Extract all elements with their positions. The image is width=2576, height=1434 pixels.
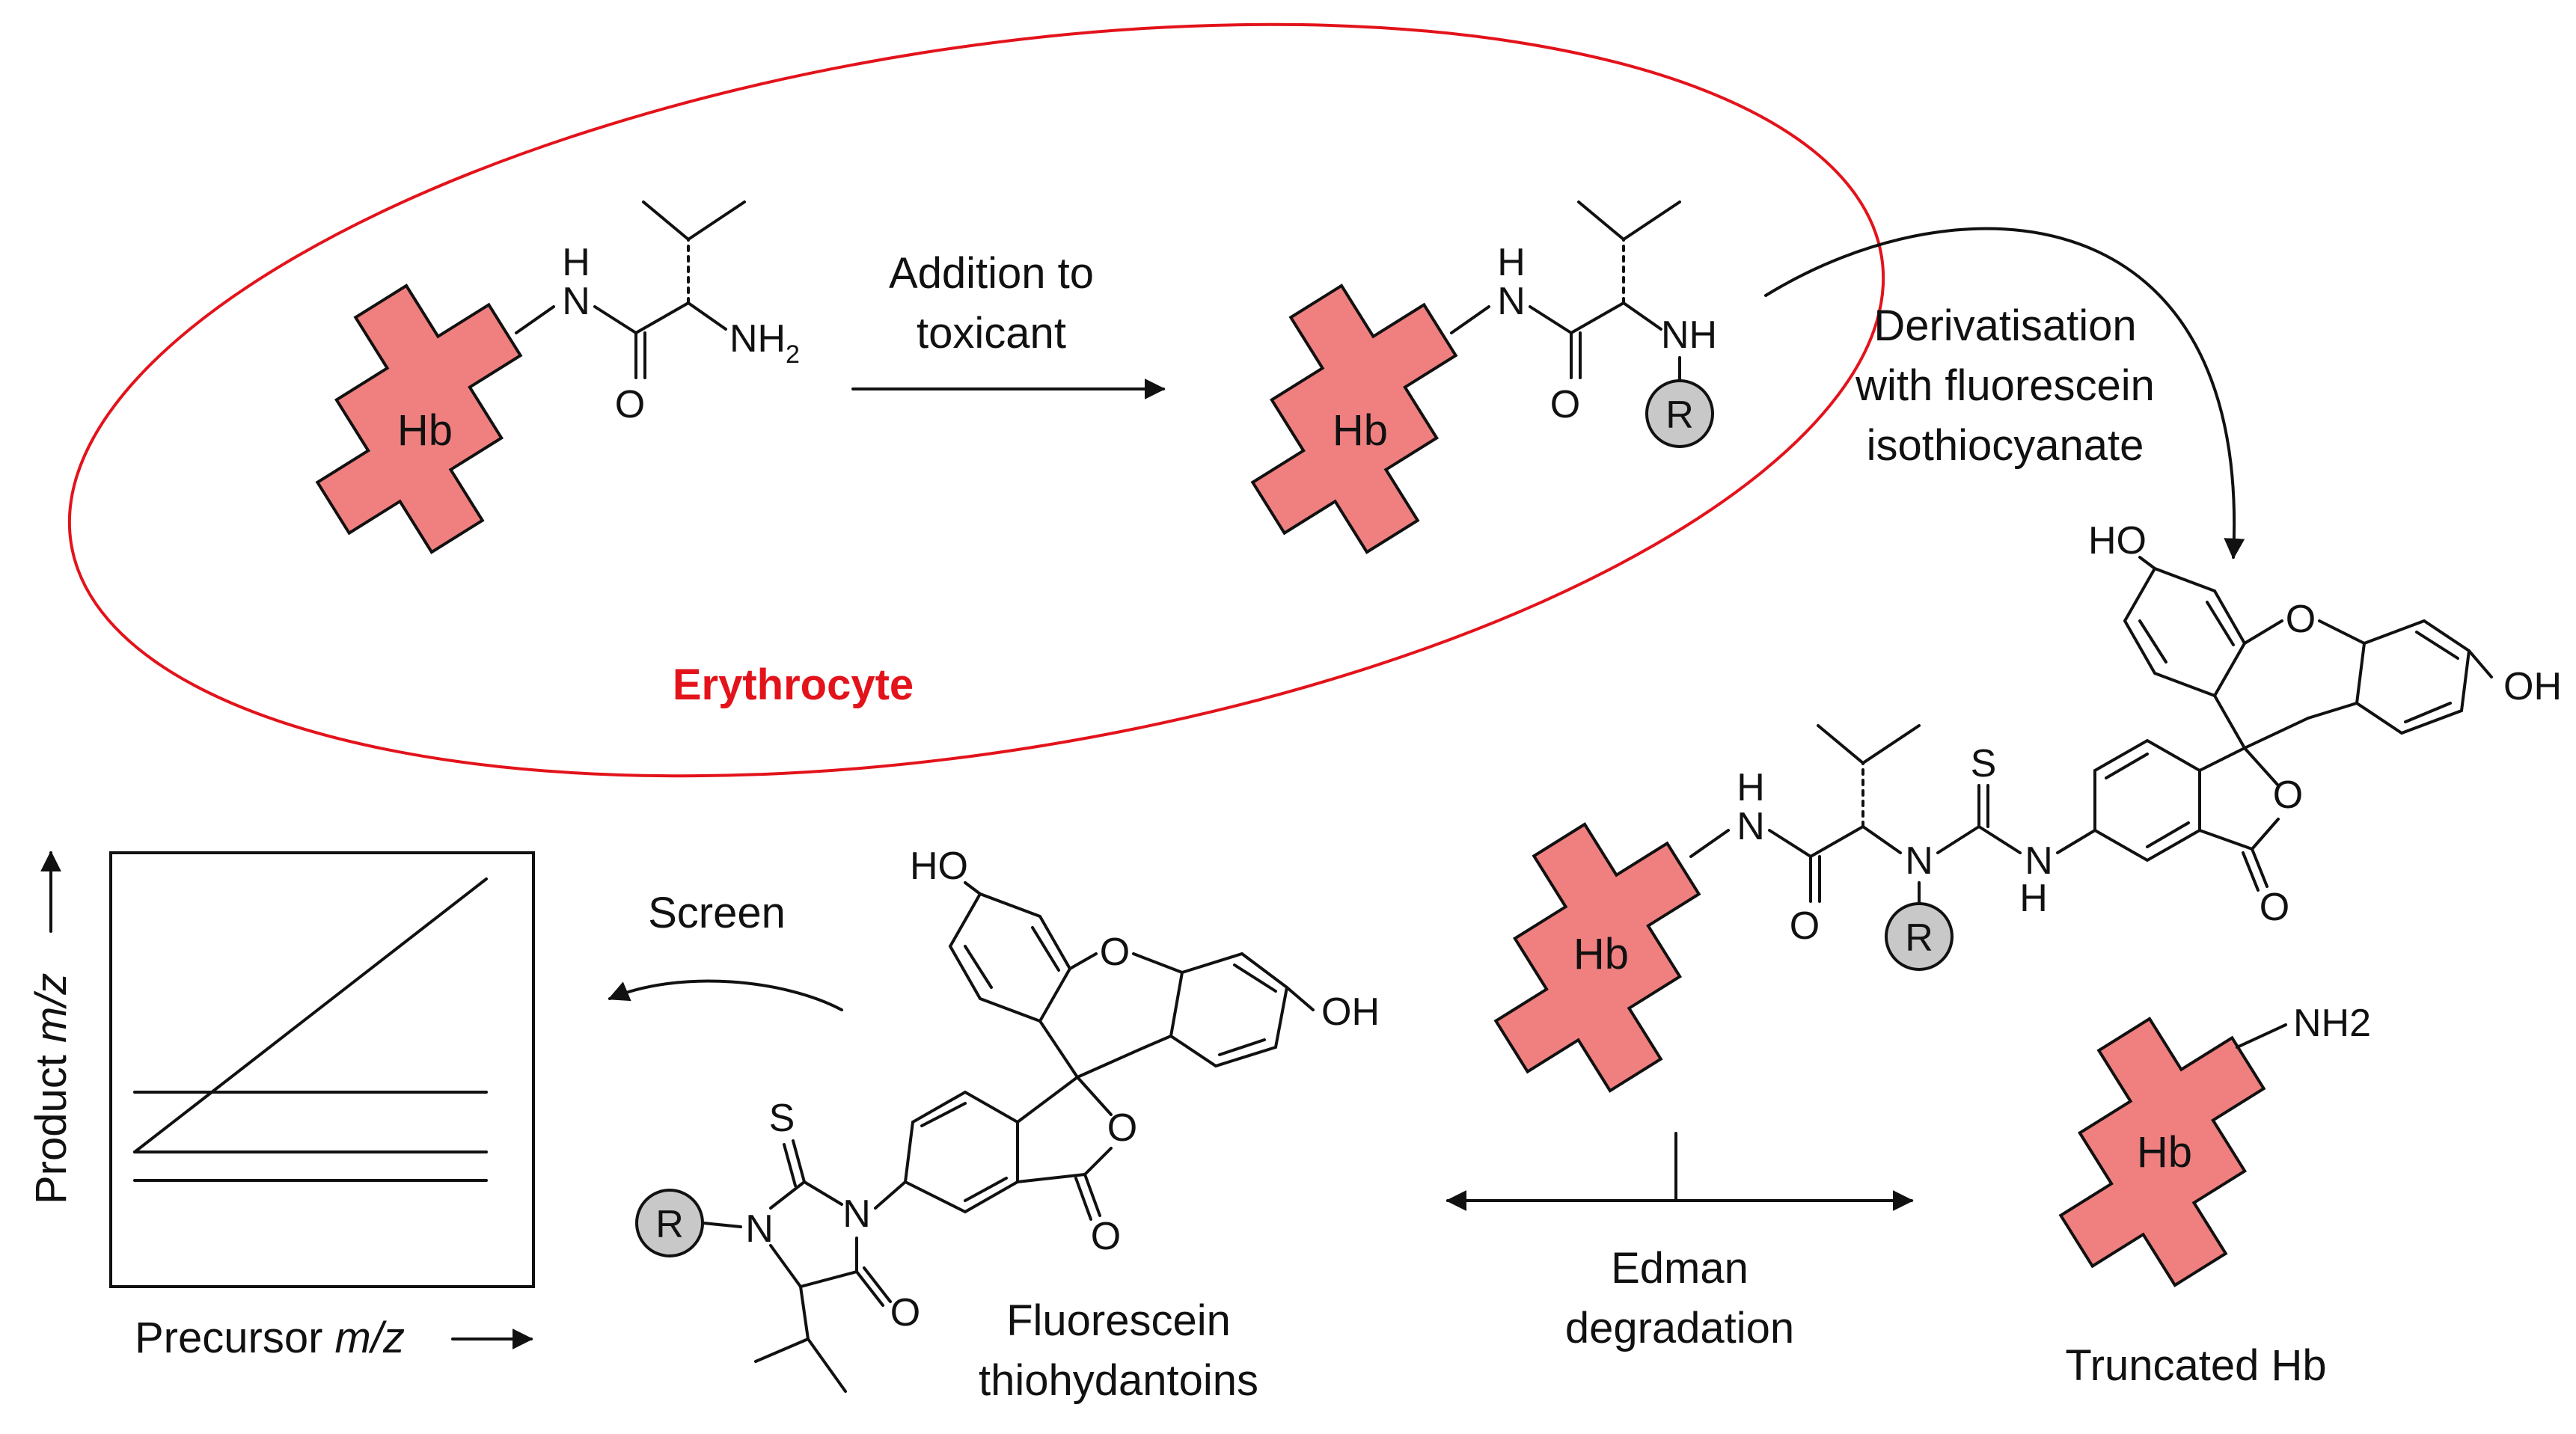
svg-text:H: H: [1497, 241, 1526, 284]
svg-text:N: N: [745, 1207, 774, 1251]
svg-text:S: S: [1971, 742, 1997, 785]
svg-text:Hb: Hb: [2137, 1128, 2192, 1177]
svg-text:O: O: [2273, 773, 2303, 817]
svg-text:N: N: [842, 1192, 871, 1236]
svg-text:N: N: [1737, 805, 1765, 848]
svg-text:OH: OH: [1321, 990, 1380, 1034]
svg-text:NH: NH: [1661, 313, 1717, 357]
addition-label-1: Addition to: [889, 249, 1094, 298]
r-group-1: [1645, 379, 1714, 448]
svg-text:Hb: Hb: [1573, 930, 1629, 978]
fth-label-2: thiohydantoins: [979, 1356, 1258, 1405]
valine-nh2-structure: H N O NH 2: [515, 200, 800, 426]
svg-text:O: O: [1100, 931, 1130, 974]
hb-protein-2: Hb: [1187, 252, 1521, 586]
derivatisation-arrow: [1764, 227, 2245, 560]
svg-text:HO: HO: [910, 845, 968, 888]
svg-text:O: O: [615, 383, 645, 426]
svg-text:Hb: Hb: [397, 406, 453, 455]
svg-text:R: R: [1905, 916, 1933, 960]
screen-label: Screen: [648, 889, 786, 937]
svg-text:H: H: [562, 241, 590, 284]
svg-text:S: S: [769, 1097, 795, 1140]
svg-text:2: 2: [786, 340, 800, 369]
truncated-hb-protein: Hb: [1995, 985, 2329, 1319]
svg-text:H: H: [2019, 877, 2048, 920]
truncated-nh2-label: NH2: [2293, 1002, 2371, 1045]
edman-label-2: degradation: [1565, 1304, 1794, 1352]
svg-text:O: O: [1550, 383, 1580, 426]
deriv-label-3: isothiocyanate: [1867, 421, 2144, 470]
svg-text:NH: NH: [729, 317, 786, 361]
erythrocyte-membrane: [67, 22, 1885, 778]
svg-text:HO: HO: [2088, 519, 2147, 563]
svg-text:N: N: [562, 280, 590, 323]
svg-text:N: N: [1497, 280, 1526, 323]
screen-arrow: [608, 979, 843, 1011]
plot-y-axis-label: Product m/z: [27, 973, 76, 1204]
hb-protein-1: Hb: [252, 252, 586, 586]
addition-label-2: toxicant: [917, 309, 1066, 358]
hb-protein-3: Hb: [1431, 791, 1764, 1124]
svg-text:H: H: [1737, 766, 1765, 809]
ms-diagonal-line: [133, 877, 488, 1153]
svg-text:R: R: [655, 1203, 684, 1246]
fitc-derivative-structure: H N O N R S N H O O: [1689, 519, 2562, 971]
truncated-hb-label: Truncated Hb: [2065, 1341, 2326, 1390]
truncated-nh2-bond: [2236, 1023, 2287, 1049]
svg-text:O: O: [1790, 904, 1820, 948]
valine-nhr-structure: H N O NH R: [1450, 200, 1717, 448]
svg-text:OH: OH: [2503, 665, 2562, 708]
r-group-2: [1885, 902, 1954, 971]
deriv-label-2: with fluorescein: [1855, 361, 2155, 410]
svg-text:N: N: [1905, 839, 1933, 883]
svg-text:O: O: [2286, 598, 2316, 641]
svg-text:O: O: [1107, 1106, 1137, 1150]
svg-text:R: R: [1665, 393, 1694, 437]
svg-text:O: O: [1091, 1215, 1121, 1258]
svg-text:Product m/z: Product m/z: [27, 973, 76, 1204]
deriv-label-1: Derivatisation: [1873, 301, 2136, 350]
fth-label-1: Fluorescein: [1006, 1296, 1231, 1345]
fluorescein-thiohydantoin-structure: R N S N O O O HO: [635, 845, 1380, 1393]
plot-x-axis-label: Precursor m/z: [135, 1314, 405, 1362]
svg-text:N: N: [2025, 839, 2053, 883]
edman-label-1: Edman: [1611, 1244, 1749, 1293]
svg-text:Hb: Hb: [1333, 406, 1388, 455]
svg-text:O: O: [2260, 886, 2289, 929]
svg-text:O: O: [890, 1291, 920, 1335]
erythrocyte-label: Erythrocyte: [673, 661, 914, 709]
ms-plot-frame: [109, 851, 535, 1288]
